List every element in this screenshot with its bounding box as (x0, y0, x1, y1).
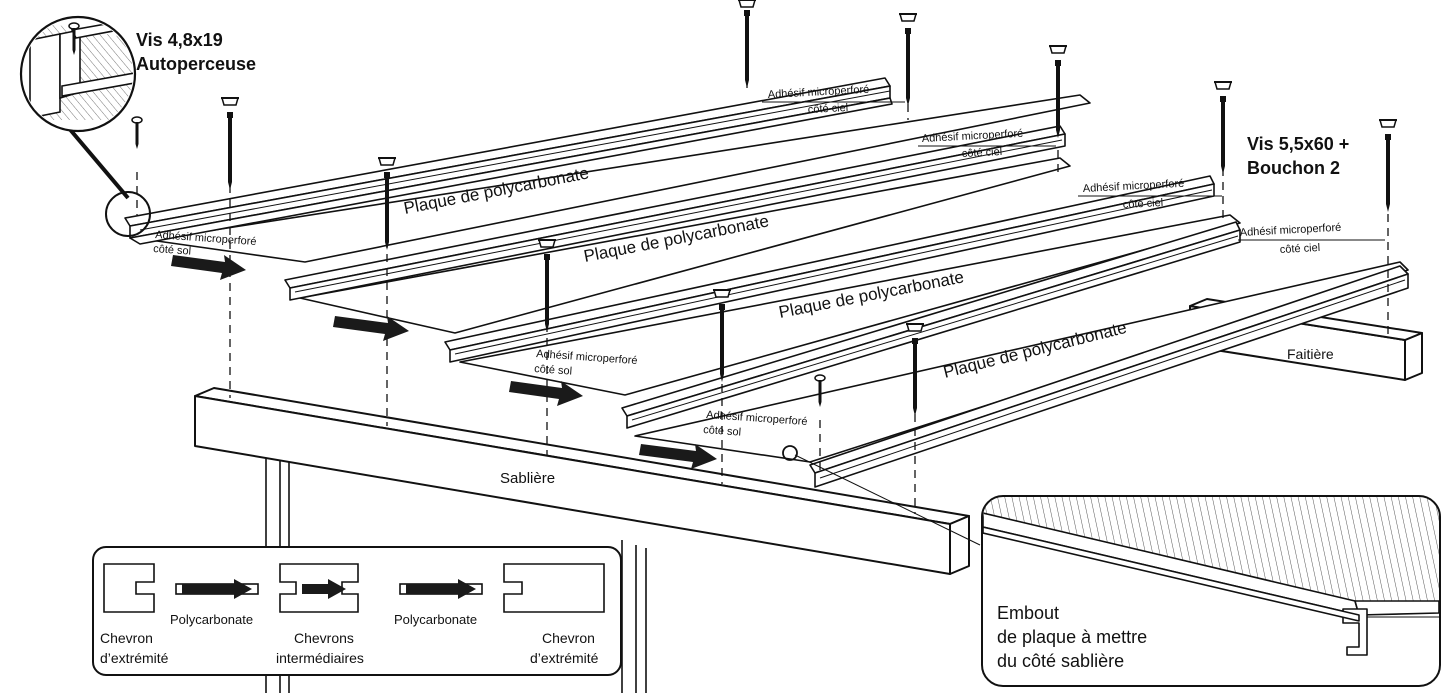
rafters (124, 77, 1409, 488)
legend-end-rafter-left-1: Chevron (100, 630, 153, 646)
tape-sky-1: Adhésif microperforé (768, 84, 870, 101)
tape-sky-4: Adhésif microperforé (1240, 222, 1342, 239)
large-screw-cap-label: Bouchon 2 (1247, 158, 1340, 178)
tape-ground-3-side: côté sol (703, 424, 742, 439)
wall-plate-beam (194, 387, 970, 575)
screw-detail-circle (19, 15, 151, 237)
legend-end-rafter-right-2: d’extrémité (530, 650, 599, 666)
rafter-grooves (139, 90, 1406, 479)
tape-ground-2-side: côté sol (534, 363, 573, 378)
legend-polycarbonate-1: Polycarbonate (170, 612, 254, 627)
ridge-label: Faitière (1287, 346, 1334, 362)
push-arrows (171, 255, 717, 469)
legend-end-rafter-left-2: d’extrémité (100, 650, 169, 666)
endcap-marker (782, 445, 798, 461)
wall-plate-label: Sablière (500, 470, 555, 487)
legend-drawing (103, 563, 605, 613)
tape-sky-4-side: côté ciel (1280, 242, 1321, 256)
legend-intermediate-1: Chevrons (294, 630, 354, 646)
endcap-detail-box: Embout de plaque à mettre du côté sabliè… (981, 495, 1441, 687)
endcap-text-2: de plaque à mettre (997, 627, 1148, 647)
tape-sky-3-side: côté ciel (1123, 197, 1164, 211)
endcap-drawing (983, 497, 1439, 656)
legend-arrows (182, 579, 476, 599)
label-leaders (762, 101, 1385, 546)
tape-ground-1-side: côté sol (153, 243, 192, 258)
end-rafter-left-profile (103, 563, 155, 613)
small-screw-type-label: Autoperceuse (136, 54, 256, 74)
large-screw-label: Vis 5,5x60 + (1247, 134, 1349, 154)
end-rafter-right-profile (503, 563, 605, 613)
alignment-lines (136, 82, 1389, 514)
tape-sky-3: Adhésif microperforé (1083, 178, 1185, 195)
endcap-text-3: du côté sablière (997, 651, 1125, 671)
rafter-legend-box: Chevron d’extrémité Polycarbonate Chevro… (92, 546, 622, 676)
tape-sky-1-side: côté ciel (808, 102, 849, 116)
legend-end-rafter-right-1: Chevron (542, 630, 595, 646)
small-screw-label: Vis 4,8x19 (136, 30, 223, 50)
legend-polycarbonate-2: Polycarbonate (394, 612, 478, 627)
endcap-text-1: Embout (997, 603, 1060, 623)
tape-sky-2-side: côté ciel (962, 146, 1003, 160)
legend-intermediate-2: intermédiaires (276, 650, 364, 666)
tape-sky-2: Adhésif microperforé (922, 128, 1024, 145)
